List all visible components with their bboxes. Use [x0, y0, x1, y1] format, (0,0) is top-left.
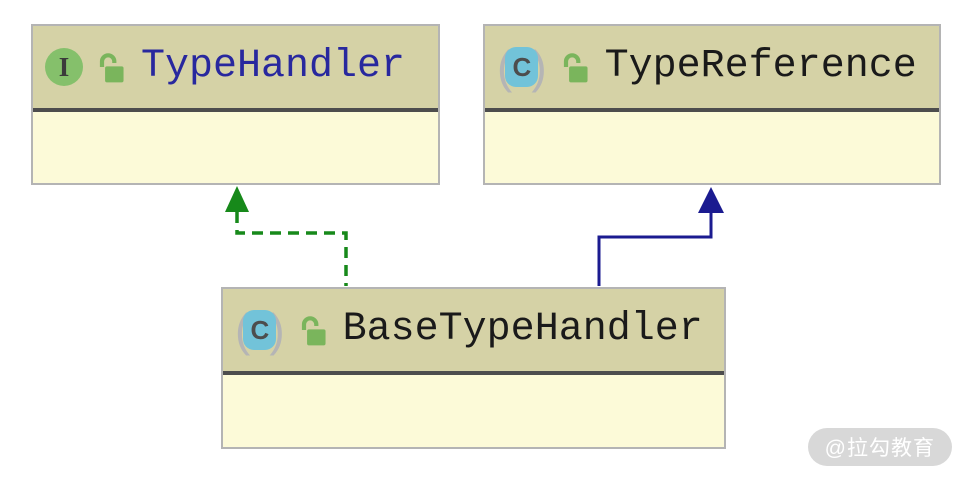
class-icon: ( C ): [497, 44, 547, 90]
unlocked-icon: [563, 53, 588, 83]
interface-icon-letter: I: [58, 51, 70, 82]
class-icon-letter: C: [250, 314, 270, 345]
interface-icon: I: [45, 48, 83, 86]
class-icon-letter: C: [512, 51, 532, 82]
node-separator: [33, 108, 438, 112]
class-icon-badge: C: [243, 310, 277, 350]
node-separator: [485, 108, 939, 112]
implements-edge[interactable]: [225, 186, 348, 286]
extends-edge-line: [597, 212, 713, 286]
node-title: TypeHandler: [141, 44, 406, 89]
implements-arrowhead-icon: [225, 186, 249, 212]
implements-edge-line: [235, 212, 348, 286]
uml-node-typereference[interactable]: ( C ) TypeReference: [483, 24, 941, 185]
node-members-area: [223, 375, 724, 447]
node-members-area: [485, 112, 939, 183]
uml-node-typehandler[interactable]: I TypeHandler: [31, 24, 440, 185]
node-header: ( C ) TypeReference: [485, 26, 939, 108]
node-header: ( C ) BaseTypeHandler: [223, 289, 724, 371]
extends-arrowhead-icon: [698, 187, 724, 213]
node-members-area: [33, 112, 438, 183]
node-title: TypeReference: [604, 44, 917, 89]
watermark-badge: @拉勾教育: [807, 428, 952, 466]
extends-edge[interactable]: [597, 187, 724, 286]
class-icon-badge: C: [505, 47, 539, 87]
uml-node-basetypehandler[interactable]: ( C ) BaseTypeHandler: [221, 287, 726, 449]
node-separator: [223, 371, 724, 375]
node-title: BaseTypeHandler: [342, 307, 703, 352]
node-header: I TypeHandler: [33, 26, 438, 108]
class-icon: ( C ): [235, 307, 285, 353]
unlocked-icon: [301, 316, 326, 346]
unlocked-icon: [99, 53, 124, 83]
